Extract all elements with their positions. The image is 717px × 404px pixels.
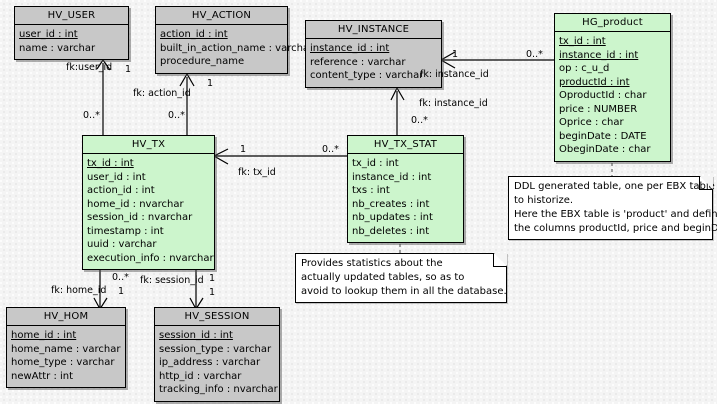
cardinality-tx-txstat-from: 1: [240, 144, 247, 155]
entity-title: HV_HOM: [7, 308, 125, 326]
note-line: DDL generated table, one per EBX table: [514, 181, 715, 192]
attribute: reference : varchar: [310, 56, 406, 68]
attribute: op : c_u_d: [559, 63, 610, 74]
entity-attributes: instance_id : int reference : varchar co…: [306, 39, 441, 87]
note-line: Provides statistics about the: [301, 258, 443, 269]
entity-hv-session[interactable]: HV_SESSION session_id : int session_type…: [154, 307, 280, 402]
cardinality-instance-product-from: 1: [452, 49, 459, 60]
note-line: avoid to lookup them in all the database…: [301, 286, 507, 297]
connector-user-tx: [96, 58, 111, 135]
attribute: instance_id : int: [559, 49, 639, 61]
note-line: to historize.: [514, 195, 574, 206]
entity-attributes: tx_id : int instance_id : int op : c_u_d…: [555, 32, 670, 161]
entity-hv-action[interactable]: HV_ACTION action_id : int built_in_actio…: [155, 6, 314, 74]
relationship-label-user-id: fk:user_id: [66, 62, 113, 73]
entity-hv-user[interactable]: HV_USER user_id : int name : varchar: [14, 6, 129, 60]
cardinality-action-tx-from: 1: [207, 78, 214, 89]
attribute: timestamp : int: [87, 225, 164, 237]
entity-attributes: home_id : int home_name : varchar home_t…: [7, 326, 125, 387]
attribute: tx_id : int: [352, 158, 399, 169]
attribute: beginDate : DATE: [559, 130, 647, 142]
attribute: nb_creates : int: [352, 198, 430, 210]
note-line: Here the EBX table is 'product' and defi…: [514, 209, 717, 220]
attribute: session_id : nvarchar: [87, 212, 193, 223]
attribute: nb_updates : int: [352, 212, 433, 223]
attribute: uuid : varchar: [87, 239, 157, 250]
entity-attributes: session_id : int session_type : varchar …: [155, 326, 279, 401]
entity-hg-product[interactable]: HG_product tx_id : int instance_id : int…: [554, 13, 671, 162]
note-fold-icon: [493, 253, 507, 267]
attribute: home_id : nvarchar: [87, 198, 184, 210]
attribute: user_id : int: [87, 171, 146, 183]
entity-title: HV_TX: [83, 136, 214, 154]
entity-title: HV_USER: [15, 7, 128, 25]
attribute: newAttr : int: [11, 370, 74, 382]
relationship-label-tx-id: fk: tx_id: [238, 167, 276, 178]
connector-tx-session: [189, 266, 204, 311]
relationship-label-instance-id-product: fk: instance_id: [420, 69, 489, 80]
attribute: OproductId : char: [559, 90, 647, 101]
attribute: http_id : varchar: [159, 370, 242, 382]
cardinality-instance-product-to: 0..*: [526, 49, 543, 60]
attribute: tracking_info : nvarchar: [159, 384, 278, 395]
attribute: user_id : int: [19, 29, 78, 40]
relationship-label-instance-id-txstat: fk: instance_id: [419, 98, 488, 109]
attribute: nb_deletes : int: [352, 225, 430, 237]
cardinality-tx-txstat-to: 0..*: [322, 144, 339, 155]
attribute: built_in_action_name : varchar: [160, 42, 314, 54]
relationship-label-action-id: fk: action_id: [133, 88, 191, 99]
attribute: instance_id : int: [310, 43, 390, 54]
entity-title: HV_INSTANCE: [306, 21, 441, 39]
cardinality-user-tx-to: 0..*: [83, 110, 100, 121]
cardinality-tx-home-to: 1: [118, 286, 125, 297]
entity-attributes: user_id : int name : varchar: [15, 25, 128, 59]
entity-title: HV_SESSION: [155, 308, 279, 326]
entity-hv-tx-stat[interactable]: HV_TX_STAT tx_id : int instance_id : int…: [347, 135, 464, 243]
attribute: ObeginDate : char: [559, 144, 651, 155]
relationship-label-session-id: fk: session_id: [140, 275, 204, 286]
entity-hv-instance[interactable]: HV_INSTANCE instance_id : int reference …: [305, 20, 442, 88]
attribute: session_id : int: [159, 330, 233, 341]
attribute: action_id : int: [160, 29, 228, 40]
note-line: the columns productId, price and beginDa…: [514, 223, 717, 234]
attribute: procedure_name: [160, 56, 245, 67]
attribute: Oprice : char: [559, 117, 624, 128]
attribute: ip_address : varchar: [159, 357, 261, 368]
cardinality-user-tx-from: 1: [125, 64, 132, 75]
cardinality-tx-session-from: 1: [209, 273, 216, 284]
relationship-label-home-id: fk: home_id: [51, 285, 107, 296]
attribute: home_type : varchar: [11, 357, 115, 368]
cardinality-action-tx-to: 0..*: [168, 110, 185, 121]
attribute: txs : int: [352, 185, 390, 196]
note-fold-icon: [699, 176, 713, 190]
attribute: execution_info : nvarchar: [87, 252, 214, 264]
note-tx-stat: Provides statistics about the actually u…: [295, 253, 507, 303]
entity-attributes: tx_id : int user_id : int action_id : in…: [83, 154, 214, 269]
entity-attributes: tx_id : int instance_id : int txs : int …: [348, 154, 463, 242]
cardinality-tx-home-from: 0..*: [112, 272, 129, 283]
attribute: tx_id : int: [87, 158, 134, 169]
entity-title: HV_TX_STAT: [348, 136, 463, 154]
note-line: actually updated tables, so as to: [301, 272, 465, 283]
attribute: instance_id : int: [352, 171, 432, 183]
attribute: productId : int: [559, 76, 630, 88]
entity-title: HV_ACTION: [156, 7, 287, 25]
cardinality-tx-session-to: 1: [209, 287, 216, 298]
cardinality-instance-txstat-to: 0..*: [411, 115, 428, 126]
entity-title: HG_product: [555, 14, 670, 32]
attribute: content_type : varchar: [310, 70, 424, 81]
attribute: price : NUMBER: [559, 103, 638, 115]
attribute: name : varchar: [19, 42, 96, 54]
note-hg-product: DDL generated table, one per EBX table t…: [508, 176, 717, 240]
attribute: home_id : int: [11, 330, 77, 341]
attribute: session_type : varchar: [159, 343, 272, 355]
attribute: home_name : varchar: [11, 343, 121, 355]
connector-instance-txstat: [390, 86, 405, 135]
attribute: action_id : int: [87, 185, 155, 196]
connector-action-tx: [179, 72, 195, 135]
entity-attributes: action_id : int built_in_action_name : v…: [156, 25, 314, 73]
entity-hv-tx[interactable]: HV_TX tx_id : int user_id : int action_i…: [82, 135, 215, 270]
attribute: tx_id : int: [559, 36, 606, 47]
entity-hv-hom[interactable]: HV_HOM home_id : int home_name : varchar…: [6, 307, 126, 388]
